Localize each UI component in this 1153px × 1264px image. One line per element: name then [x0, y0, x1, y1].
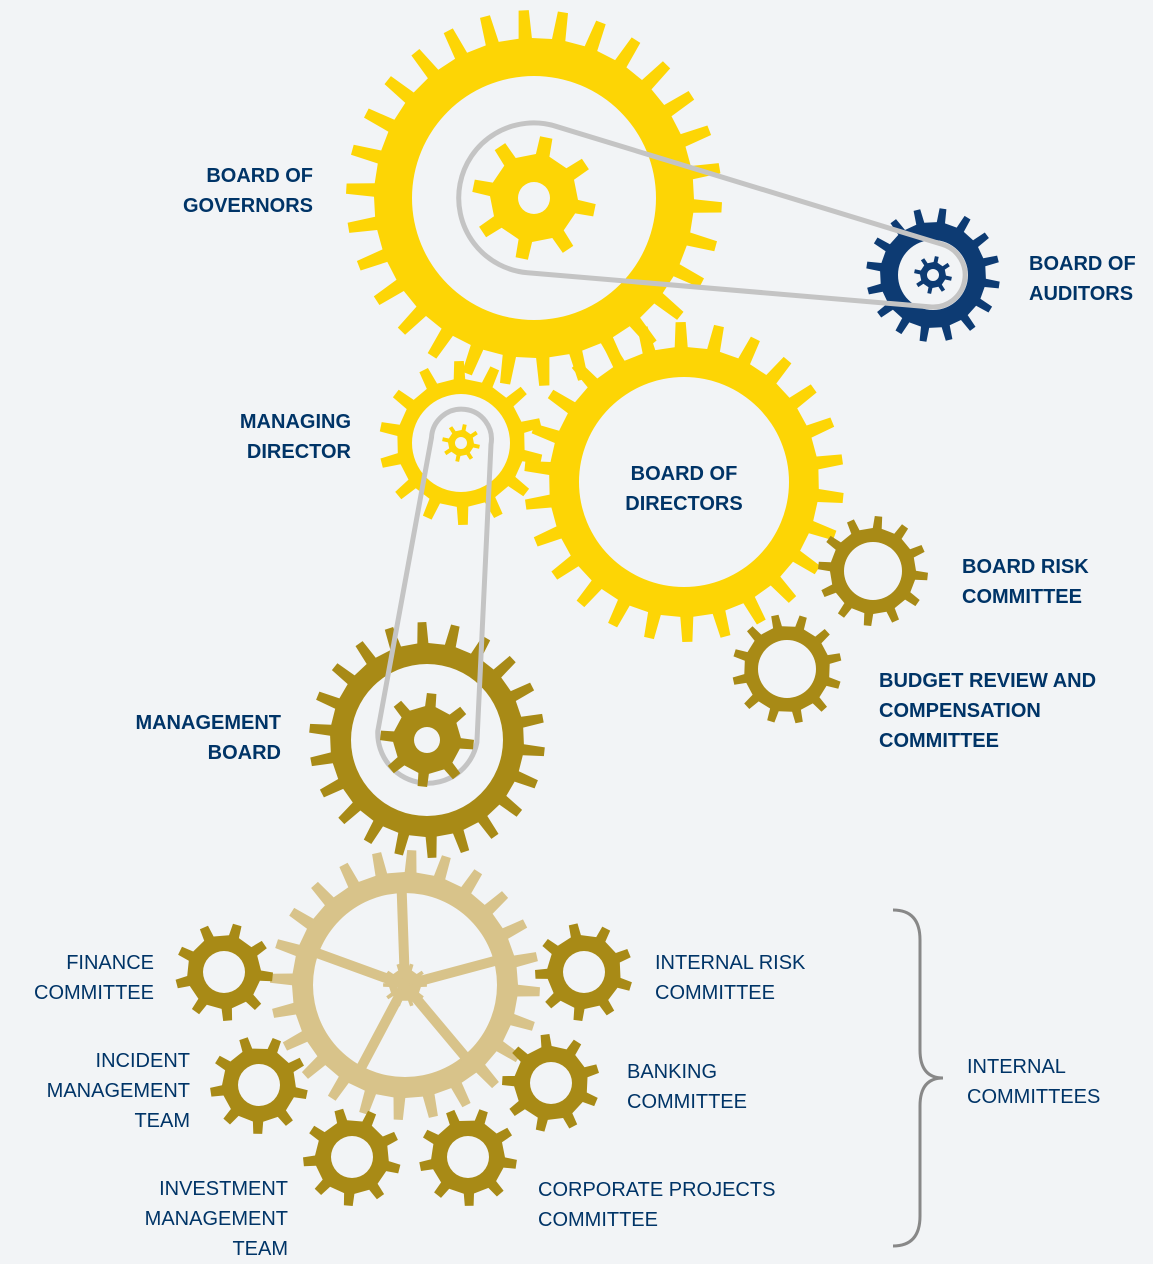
management-board-gear [309, 622, 545, 858]
board-of-auditors-gear [866, 208, 1000, 342]
managing-director-inner-gear [442, 424, 480, 462]
finance-committee-gear [175, 923, 273, 1021]
board-of-governors-gear [346, 10, 722, 386]
management-board-inner-gear [380, 693, 474, 787]
budget-review-gear [732, 614, 842, 724]
internal-committees-hub [383, 963, 427, 1007]
internal-committees-wheel [270, 850, 540, 1120]
board-risk-committee-gear [818, 516, 928, 626]
corporate-projects-committee-gear [419, 1109, 517, 1206]
governors-auditors-belt [456, 120, 968, 310]
internal-risk-committee-gear [535, 923, 632, 1021]
managing-director-gear [379, 361, 543, 525]
board-of-directors-gear [524, 322, 844, 642]
internal-committees-brace [892, 908, 944, 1248]
governors-inner-gear [472, 136, 596, 260]
investment-management-team-gear [303, 1108, 401, 1206]
incident-management-team-gear [210, 1037, 308, 1134]
banking-committee-gear [502, 1034, 599, 1132]
auditors-inner-gear [914, 256, 952, 294]
